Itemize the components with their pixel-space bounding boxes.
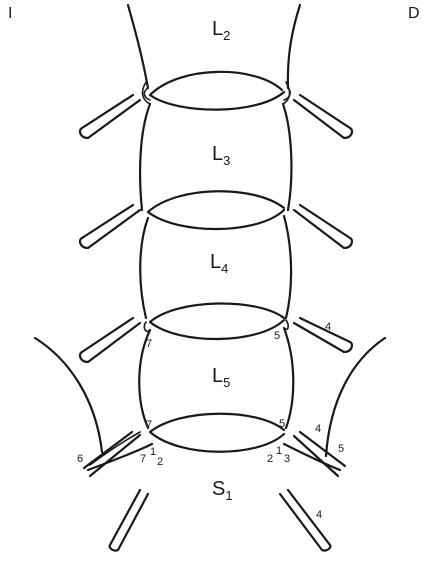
marker-l5s1-left-6: 6 [77,453,83,465]
marker-l5s1-right-4: 4 [315,423,321,435]
label-l3: L3 [212,143,230,168]
marker-l5s1-right-2: 2 [267,453,273,465]
marker-l45-right-5: 5 [274,330,280,342]
disc-l5-s1 [150,414,284,452]
marker-l5s1-right-1: 1 [276,445,282,457]
iliac-crest-right [326,338,385,456]
marker-l5s1-left-1: 1 [150,446,156,458]
marker-l45-left-7: 7 [146,338,152,350]
disc-l2-l3 [150,72,284,110]
marker-l5s1-far-right-5: 5 [338,443,344,455]
label-l2: L2 [212,18,230,43]
label-s1: S1 [212,478,233,503]
facet-l5-left [144,322,150,331]
marker-l45-right-4: 4 [325,321,331,333]
marker-l5s1-left-7b: 7 [140,453,146,465]
label-l4: L4 [210,251,228,276]
marker-l5s1-left-7: 7 [146,419,152,431]
facet-l2-left [144,88,150,100]
disc-l4-l5 [150,303,284,339]
corner-mark-left: I [8,5,12,22]
nerve-roots-left [80,95,148,551]
marker-l5s1-right-5: 5 [279,418,285,430]
iliac-crest-left [35,338,102,452]
marker-l5s1-right-3: 3 [284,453,290,465]
label-l5: L5 [212,365,230,390]
panel-letter: D [408,5,420,22]
facet-l5-right [284,320,288,329]
disc-l3-l4 [148,191,284,229]
marker-l5s1-left-2: 2 [157,456,163,468]
marker-sacral-right-4: 4 [316,509,322,521]
